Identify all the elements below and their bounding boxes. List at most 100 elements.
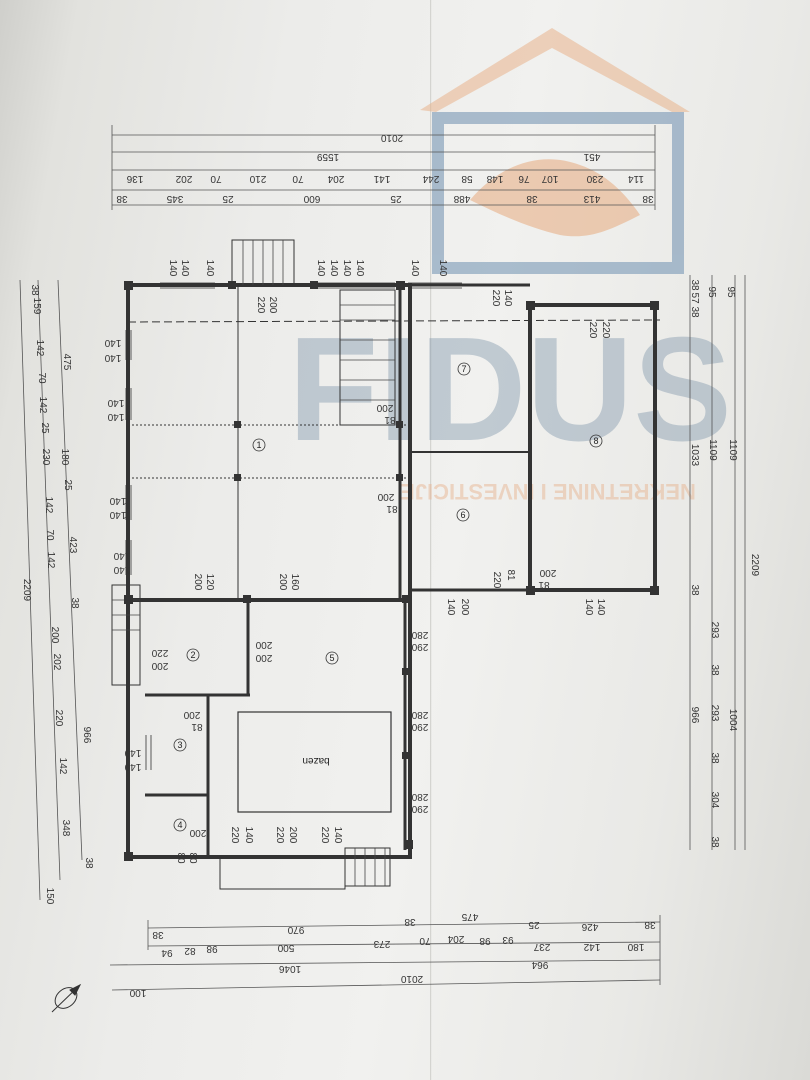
right-dim-outer: 2209 [749, 554, 760, 577]
top-dim-row3: 114 [628, 173, 644, 184]
top-dim-row3: 141 [373, 173, 390, 184]
window-label: 140 [113, 550, 130, 561]
door-label: 200 [376, 402, 393, 413]
window-label: 140 [328, 260, 339, 277]
left-dim-inner: 230 [40, 449, 51, 466]
door-label: 220 [491, 572, 502, 589]
watermark-frame [432, 112, 684, 274]
left-dim-inner: 25 [39, 422, 50, 434]
watermark-brand: FIDUS [288, 307, 732, 472]
bottom-dim-row4: 100 [129, 987, 146, 998]
room-5-label: 5 [329, 653, 334, 663]
columns [124, 281, 659, 861]
door-label: 80 [175, 852, 186, 864]
window-label: 140 [107, 397, 124, 408]
left-dim-inner: 159 [31, 298, 42, 315]
door-label: 140 [583, 599, 594, 616]
door-label: 220 [600, 322, 611, 339]
bottom-dim-row1: 426 [581, 921, 598, 932]
north-arrow-icon [51, 983, 82, 1013]
left-dim-inner: 142 [45, 552, 56, 569]
right-dim-inner: 95 [725, 286, 736, 298]
right-dim-small: 38 [689, 306, 700, 318]
watermark-handshake-icon [470, 159, 640, 237]
window-label: 140 [124, 747, 141, 758]
top-dim-row3: 202 [175, 173, 192, 184]
bottom-dim-row1: 25 [528, 919, 540, 930]
room-5: 5 [325, 651, 339, 665]
right-dim-inner: 38 [709, 664, 720, 676]
door-label: 280 [411, 709, 428, 720]
left-dim-inner: 142 [43, 497, 54, 514]
window-label: 140 [104, 352, 121, 363]
left-dim-labels: 2209 475 423 966 38 159 142 70 142 25 23… [21, 284, 94, 904]
room-7: 7 [457, 362, 471, 376]
bottom-dim-row2: 142 [583, 941, 600, 952]
left-dim-inner: 70 [44, 529, 55, 541]
top-dim-row3: 58 [461, 173, 473, 184]
left-dim-inner: 38 [29, 284, 40, 296]
top-dim-row4: 38 [526, 193, 538, 204]
left-dim-inner: 200 [49, 627, 60, 644]
floor-plan-walls [111, 239, 661, 890]
stairs-left [111, 584, 141, 686]
watermark-tagline: NEKRETNINE I INVESTICIJE [400, 479, 696, 504]
right-dimensions [689, 275, 746, 850]
right-dim-inner: 966 [689, 707, 700, 724]
right-dim-inner: 1033 [689, 444, 700, 467]
window-label: 140 [124, 761, 141, 772]
room-numbers: 1 2 3 4 5 6 7 8 [173, 362, 603, 832]
top-dim-row3: 244 [422, 173, 439, 184]
bottom-dim-row2: 500 [277, 942, 294, 953]
window-label: 140 [179, 260, 190, 277]
left-dim-outer: 2209 [21, 579, 32, 602]
door-label: 200 [277, 574, 288, 591]
top-dim-row4: 25 [222, 193, 234, 204]
top-dim-row3: 210 [249, 173, 266, 184]
top-dim-labels: 2010 1559 451 136 202 70 210 70 204 141 … [116, 132, 654, 204]
top-dim-row3: 230 [586, 173, 603, 184]
top-dim-row4: 25 [390, 193, 402, 204]
door-label: 200 [377, 491, 394, 502]
bottom-dim-row3: 1046 [278, 963, 301, 974]
door-label: 160 [289, 574, 300, 591]
door-label: 220 [255, 297, 266, 314]
window-label: 140 [315, 260, 326, 277]
room-2: 2 [186, 648, 200, 662]
room-3-label: 3 [177, 740, 182, 750]
door-label: 220 [151, 647, 168, 658]
top-dim-row4: 38 [116, 193, 128, 204]
door-label: 140 [502, 290, 513, 307]
left-dim-inner: 38 [69, 597, 80, 609]
window-label: 140 [437, 260, 448, 277]
terrace-bottom [219, 856, 346, 890]
bottom-dim-row2: 180 [627, 941, 644, 952]
watermark-logo [420, 28, 690, 274]
door-label: 81 [191, 721, 203, 732]
room-4-label: 4 [177, 820, 182, 830]
room-8: 8 [589, 434, 603, 448]
bottom-dim-row1: 38 [152, 929, 164, 940]
window-label: 140 [167, 260, 178, 277]
right-dim-mid: 1109 [727, 439, 738, 461]
left-dim-inner: 142 [34, 340, 45, 357]
top-dim-total: 2010 [380, 132, 403, 143]
door-label: 81 [386, 503, 398, 514]
top-dim-row3: 148 [486, 173, 503, 184]
bottom-dim-row2: 98 [206, 943, 218, 954]
door-label: 200 [189, 827, 206, 838]
left-dim-inner: 70 [36, 372, 47, 384]
top-dim-row3: 107 [541, 173, 558, 184]
top-dim-row3: 70 [292, 173, 304, 184]
door-label: 280 [411, 791, 428, 802]
right-dim-inner: 293 [709, 705, 720, 722]
door-label: 200 [539, 567, 556, 578]
bottom-dim-row2: 204 [447, 933, 464, 944]
right-dim-inner: 38 [689, 584, 700, 596]
door-label: 80 [187, 852, 198, 864]
room-1-label: 1 [256, 440, 261, 450]
left-dim-inner: 150 [44, 888, 55, 905]
window-label: 140 [113, 564, 130, 575]
left-dim-mid: 966 [81, 727, 92, 744]
room-7-label: 7 [461, 364, 466, 374]
